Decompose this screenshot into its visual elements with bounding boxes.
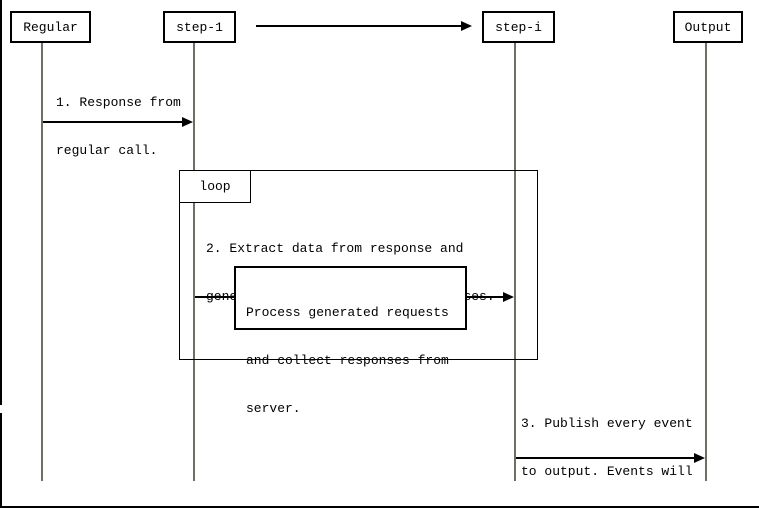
window-border-bottom [0, 506, 759, 508]
lifeline-step-1 [193, 43, 195, 481]
message-3-line-1: 3. Publish every event [521, 416, 693, 431]
loop-label-text: loop [199, 179, 231, 194]
participant-label-output: Output [684, 19, 732, 35]
chain-arrowhead-icon [461, 21, 472, 31]
process-box-line-1: Process generated requests [246, 305, 449, 320]
lifeline-output [705, 43, 707, 481]
participant-box-step-1: step-1 [163, 11, 236, 43]
lifeline-regular [41, 43, 43, 481]
message-2-line-1: 2. Extract data from response and [206, 241, 464, 256]
participant-label-step-1: step-1 [176, 19, 223, 35]
message-3-text: 3. Publish every event to output. Events… [521, 384, 701, 508]
message-3-arrowhead-icon [694, 453, 705, 463]
process-arrowhead-icon [503, 292, 514, 302]
loop-label: loop [179, 170, 251, 203]
process-box-line-3: server. [246, 401, 301, 416]
window-border-left-lower [0, 413, 2, 506]
participant-box-regular: Regular [10, 11, 91, 43]
message-1-arrowhead-icon [182, 117, 193, 127]
message-1-arrow-line [43, 121, 183, 123]
process-connector-left-line [195, 296, 234, 298]
lifeline-step-i [514, 43, 516, 481]
message-1-text: 1. Response from regular call. [56, 63, 181, 191]
message-3-arrow-line [516, 457, 695, 459]
process-connector-right-line [467, 296, 503, 298]
process-box: Process generated requests and collect r… [234, 266, 467, 416]
window-border-left-upper [0, 0, 2, 405]
message-1-line-2: regular call. [56, 143, 158, 158]
participant-label-step-i: step-i [495, 19, 542, 35]
participant-box-output: Output [673, 11, 743, 43]
message-3-line-2: to output. Events will [521, 464, 693, 479]
loop-frame [179, 170, 538, 360]
chain-arrow-line [256, 25, 462, 27]
participant-box-step-i: step-i [482, 11, 555, 43]
message-1-line-1: 1. Response from [56, 95, 181, 110]
participant-label-regular: Regular [23, 19, 78, 35]
process-box-line-2: and collect responses from [246, 353, 449, 368]
